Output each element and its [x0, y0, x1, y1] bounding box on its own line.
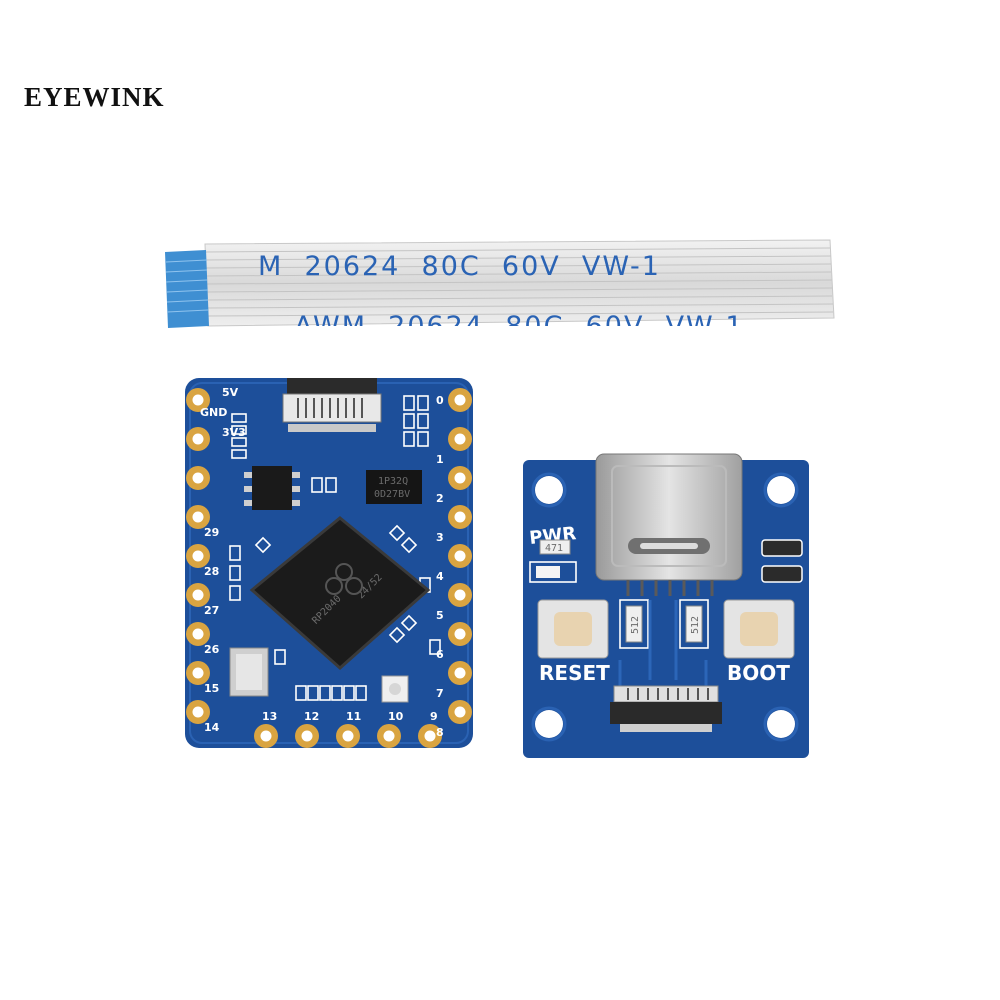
- mounting-holes: [535, 476, 795, 738]
- pin-label-left-2: 3V3: [222, 426, 246, 439]
- label-boot: BOOT: [727, 661, 790, 685]
- pin-label-bottom-2: 11: [346, 710, 361, 723]
- pin-label-right-1: 1: [436, 453, 444, 466]
- pin-label-right-0: 0: [436, 394, 444, 407]
- flash-marking-2: 0D27BV: [374, 489, 410, 500]
- pin-label-left-6: 26: [204, 643, 220, 656]
- pad-right-3: [448, 505, 472, 529]
- rgb-led: [381, 675, 409, 703]
- pin-label-bottom-1: 12: [304, 710, 319, 723]
- pin-label-right-2: 2: [436, 492, 444, 505]
- pin-label-left-0: 5V: [222, 386, 239, 399]
- pad-left-8: [186, 700, 210, 724]
- pad-right-1: [448, 427, 472, 451]
- pin-label-bottom-4: 9: [430, 710, 438, 723]
- pin-label-left-4: 28: [204, 565, 219, 578]
- cable-marking-line1: M 20624 80C 60V VW-1: [258, 251, 661, 282]
- pin-label-right-7: 7: [436, 687, 444, 700]
- usb-c-connector: [595, 453, 743, 596]
- pin-label-right-8: 8: [436, 726, 444, 739]
- pad-right-7: [448, 661, 472, 685]
- flash-memory-chip: 1P32Q 0D27BV: [366, 470, 422, 504]
- pad-right-4: [448, 544, 472, 568]
- pad-left-5: [186, 583, 210, 607]
- right-castellated-pads: [448, 388, 472, 724]
- power-led: [536, 566, 560, 578]
- pin-label-left-3: 29: [204, 526, 219, 539]
- pin-label-left-1: GND: [200, 406, 227, 419]
- pad-left-3: [186, 505, 210, 529]
- passive-components: [229, 395, 441, 701]
- crystal-oscillator: [229, 647, 269, 697]
- pin-label-left-7: 15: [204, 682, 219, 695]
- bottom-castellated-pads: [254, 724, 442, 748]
- pin-label-right-4: 4: [436, 570, 444, 583]
- rp2040-chip: RP2040 24/52: [249, 516, 431, 671]
- cable-marking-line2: AWM 20624 80C 60V VW-1: [294, 311, 745, 342]
- pad-left-7: [186, 661, 210, 685]
- pad-left-2: [186, 466, 210, 490]
- fpc-connector-top: [282, 378, 382, 432]
- flash-marking-1: 1P32Q: [378, 476, 408, 487]
- pad-bottom-2: [336, 724, 360, 748]
- usb-c-breakout-board: PWR 471 512 512 RESET BOOT: [523, 453, 809, 758]
- pad-bottom-1: [295, 724, 319, 748]
- cable-blue-stiffener: [165, 250, 209, 328]
- pad-left-0: [186, 388, 210, 412]
- pad-right-8: [448, 700, 472, 724]
- resistor-mark-2: 512: [630, 616, 641, 634]
- raspberry-logo-icon: [335, 563, 353, 581]
- fpc-connector-bottom: [610, 685, 722, 732]
- label-reset: RESET: [539, 661, 610, 685]
- pad-right-0: [448, 388, 472, 412]
- boot-button[interactable]: [723, 599, 795, 659]
- brand-logo: EYEWINK: [24, 82, 165, 112]
- pad-right-5: [448, 583, 472, 607]
- pad-right-2: [448, 466, 472, 490]
- pad-right-6: [448, 622, 472, 646]
- reset-button[interactable]: [537, 599, 609, 659]
- pad-left-4: [186, 544, 210, 568]
- resistor-mark-3: 512: [690, 616, 701, 634]
- pin-label-right-5: 5: [436, 609, 444, 622]
- pin-label-right-3: 3: [436, 531, 444, 544]
- voltage-regulator: [244, 466, 300, 510]
- pad-bottom-4: [418, 724, 442, 748]
- pin-label-left-5: 27: [204, 604, 219, 617]
- pin-label-left-8: 14: [204, 721, 220, 734]
- pin-label-bottom-0: 13: [262, 710, 277, 723]
- pad-bottom-0: [254, 724, 278, 748]
- resistor-mark-1: 471: [545, 543, 563, 554]
- pin-label-bottom-3: 10: [388, 710, 404, 723]
- pad-left-1: [186, 427, 210, 451]
- ffc-ribbon-cable: M 20624 80C 60V VW-1 AWM 20624 80C 60V V…: [165, 239, 835, 342]
- left-castellated-pads: [186, 388, 210, 724]
- pad-bottom-3: [377, 724, 401, 748]
- pad-left-6: [186, 622, 210, 646]
